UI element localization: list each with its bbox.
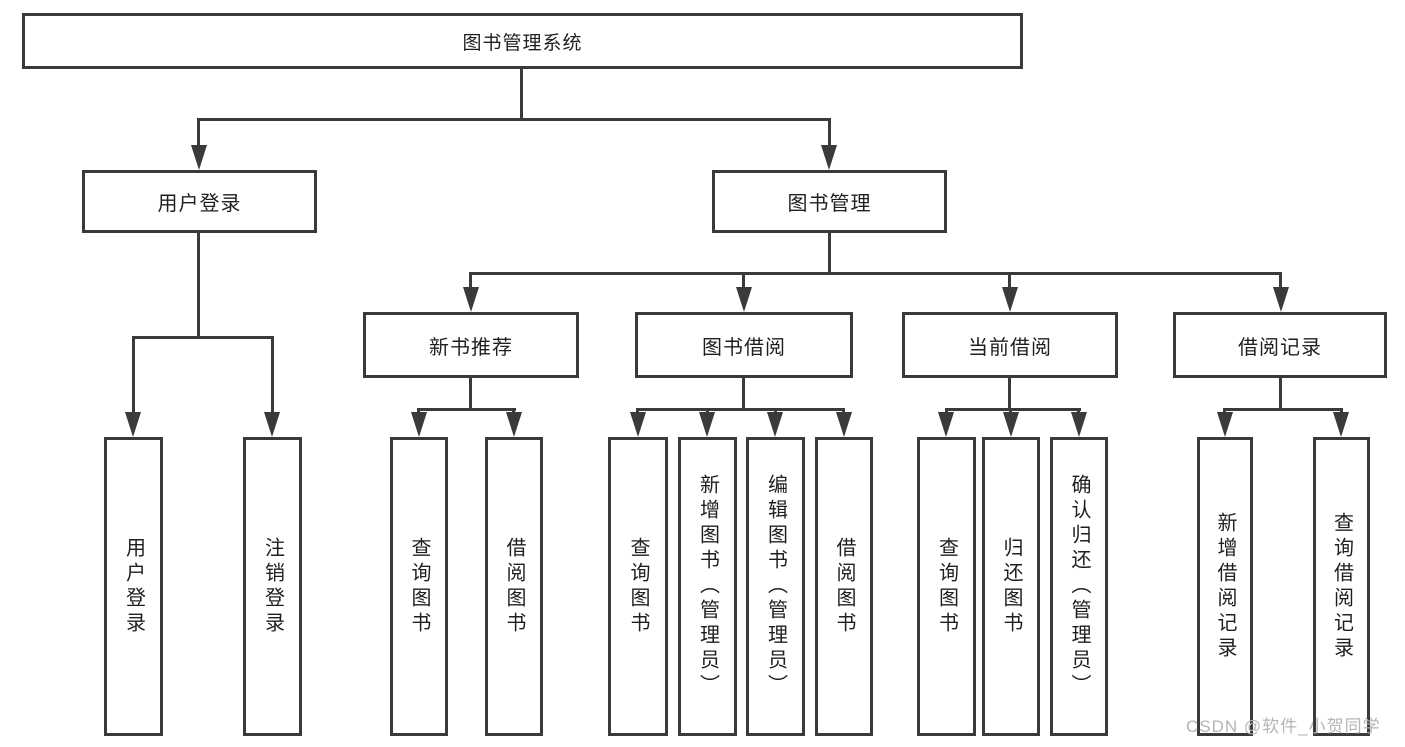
leaf-cb-query-books: 查询图书 [917,437,976,736]
node-borrow-records: 借阅记录 [1173,312,1387,378]
connector-br-branch [1223,408,1343,411]
connector-group-drop [742,272,745,292]
node-current-borrow: 当前借阅 [902,312,1118,378]
leaf-user-login: 用户登录 [104,437,163,736]
leaf-bb-add-books: 新增图书（管理员） [678,437,737,736]
connector-root-branch [197,118,831,121]
connector-group-trunk [469,378,472,411]
node-user-login: 用户登录 [82,170,317,233]
arrowhead-leaf [1071,412,1087,437]
leaf-bb-query-books: 查询图书 [608,437,668,736]
arrowhead-group [463,287,479,312]
connector-book-mgmt-branch [469,272,1282,275]
arrowhead-leaf [699,412,715,437]
connector-leaf-drop [271,336,274,416]
arrowhead-leaf [1003,412,1019,437]
arrowhead-leaf [125,412,141,437]
connector-cb-branch [945,408,1081,411]
arrowhead-leaf [938,412,954,437]
connector-root-trunk [520,69,523,120]
arrowhead-leaf [630,412,646,437]
watermark: CSDN @软件_小贺同学 [1186,717,1381,736]
leaf-bb-edit-books: 编辑图书（管理员） [746,437,805,736]
node-book-borrow: 图书借阅 [635,312,853,378]
arrowhead-user-login [191,145,207,170]
leaf-cb-confirm-return: 确认归还（管理员） [1050,437,1108,736]
arrowhead-book-mgmt [821,145,837,170]
connector-group-trunk [1008,378,1011,411]
node-new-book-rec: 新书推荐 [363,312,579,378]
leaf-logout: 注销登录 [243,437,302,736]
connector-leaf-drop [132,336,135,416]
connector-user-login-branch [132,336,274,339]
arrowhead-leaf [264,412,280,437]
connector-user-login-drop [197,118,200,150]
arrowhead-group [736,287,752,312]
connector-nbr-branch [417,408,516,411]
leaf-br-add-record: 新增借阅记录 [1197,437,1253,736]
connector-group-drop [1008,272,1011,292]
arrowhead-leaf [1217,412,1233,437]
arrowhead-group [1002,287,1018,312]
leaf-cb-return-books: 归还图书 [982,437,1040,736]
arrowhead-leaf [411,412,427,437]
node-book-mgmt: 图书管理 [712,170,947,233]
arrowhead-leaf [1333,412,1349,437]
connector-book-mgmt-trunk [828,233,831,275]
leaf-nbr-query-books: 查询图书 [390,437,448,736]
leaf-bb-borrow-books: 借阅图书 [815,437,873,736]
connector-book-mgmt-drop [828,118,831,150]
leaf-br-query-record: 查询借阅记录 [1313,437,1370,736]
connector-group-drop [469,272,472,292]
connector-bb-branch [636,408,845,411]
arrowhead-leaf [506,412,522,437]
node-root: 图书管理系统 [22,13,1023,69]
arrowhead-group [1273,287,1289,312]
connector-group-trunk [1279,378,1282,411]
connector-group-trunk [742,378,745,411]
connector-user-login-trunk [197,233,200,339]
arrowhead-leaf [767,412,783,437]
connector-group-drop [1279,272,1282,292]
leaf-nbr-borrow-books: 借阅图书 [485,437,543,736]
arrowhead-leaf [836,412,852,437]
